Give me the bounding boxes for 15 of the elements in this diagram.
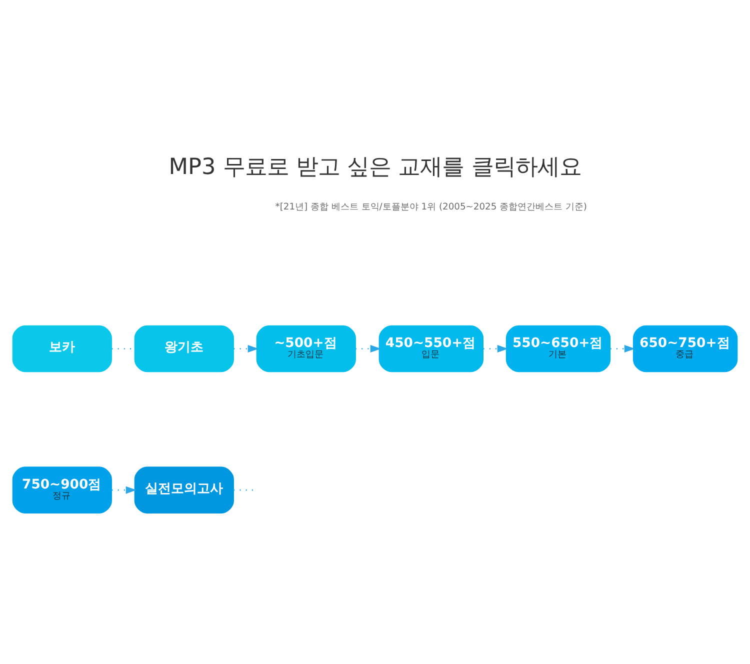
arrow [610, 344, 636, 352]
node-box: 450~550+점 입문 [378, 324, 484, 372]
node-box: 왕기초 [134, 324, 234, 372]
arrow [234, 344, 259, 352]
node-box: 550~650+점 기본 [506, 324, 611, 372]
arrow [355, 344, 382, 352]
node-box: ~500+점 기초입문 [256, 324, 356, 372]
arrow [112, 486, 137, 494]
diagram-title: MP3 무료로 받고 싶은 교재를 클릭하세요 [168, 154, 582, 180]
node-box: 650~750+점 중급 [632, 324, 738, 372]
node-box: 보카 [12, 324, 112, 372]
node-box: 실전모의고사 [134, 466, 234, 513]
label: *[21년] 종합 베스트 토익/토플분야 1위 (2005~2025 종합연간베스트 기준) [275, 202, 588, 212]
arrow [483, 344, 508, 352]
node-box: 750~900점 정규 [12, 466, 112, 513]
